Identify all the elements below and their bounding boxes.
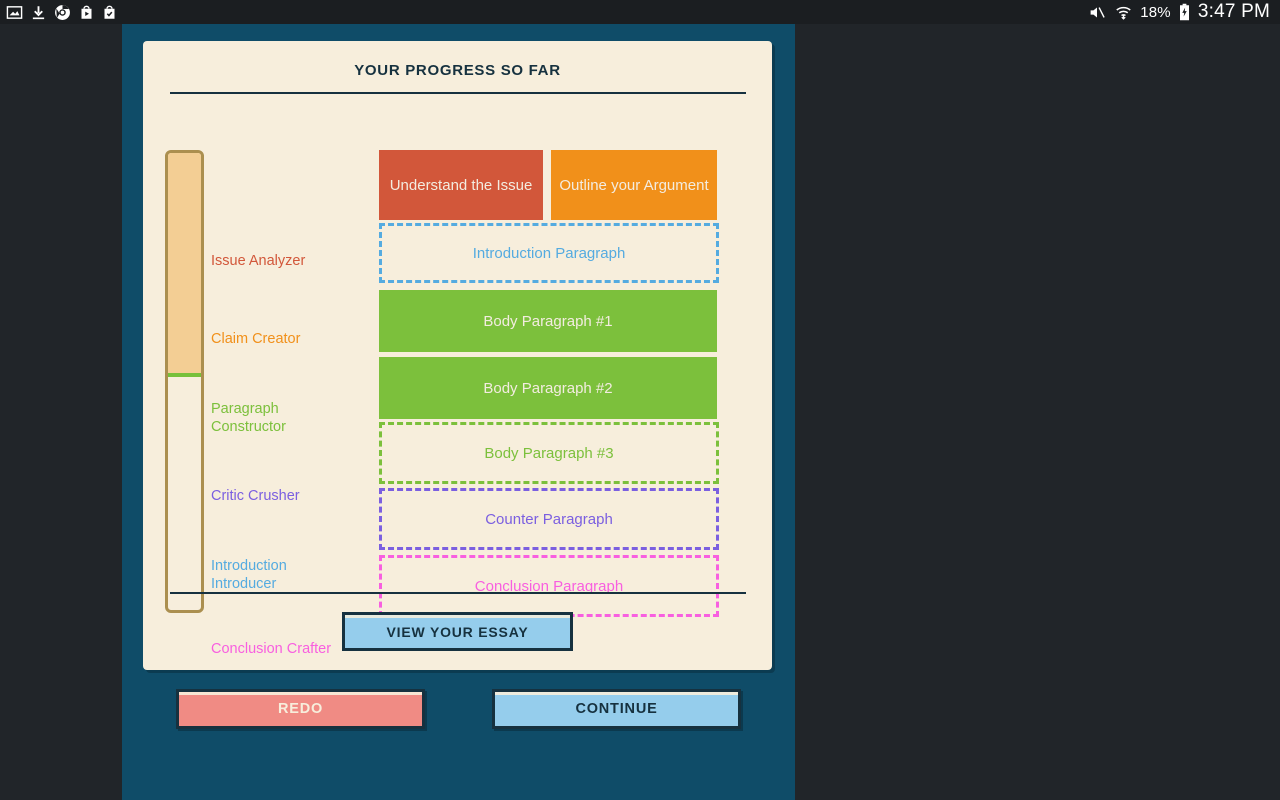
play-store-icon	[81, 5, 92, 19]
play-store-check-icon	[104, 5, 115, 19]
progress-fill	[168, 153, 201, 377]
battery-percent-label: 18%	[1140, 3, 1171, 21]
battery-charging-icon	[1179, 3, 1189, 21]
paragraph-block-7[interactable]: Conclusion Paragraph	[379, 555, 719, 617]
paragraph-block-5[interactable]: Body Paragraph #3	[379, 422, 719, 484]
progress-rail	[165, 150, 204, 613]
download-icon	[32, 5, 45, 19]
clock-label: 3:47 PM	[1197, 1, 1270, 22]
wifi-icon	[1116, 6, 1131, 20]
android-status-bar: 18% 3:47 PM	[0, 0, 1280, 24]
stage-label-0: Issue Analyzer	[211, 253, 306, 269]
redo-button[interactable]: REDO	[176, 689, 425, 729]
stage-label-3: Critic Crusher	[211, 488, 300, 504]
paragraph-block-6[interactable]: Counter Paragraph	[379, 488, 719, 550]
page-title: YOUR PROGRESS SO FAR	[354, 62, 561, 79]
stage-label-5: Conclusion Crafter	[211, 641, 332, 657]
paragraph-block-1[interactable]: Outline your Argument	[551, 150, 717, 220]
stage-label-2: Paragraph Constructor	[211, 401, 286, 435]
stage-label-1: Claim Creator	[211, 331, 301, 347]
paragraph-block-0[interactable]: Understand the Issue	[379, 150, 543, 220]
stage-label-4: Introduction Introducer	[211, 558, 287, 592]
mute-icon	[1090, 6, 1105, 18]
chrome-icon	[55, 4, 70, 20]
status-bar-system-icons: 18% 3:47 PM	[1087, 1, 1280, 23]
divider-bottom	[170, 592, 746, 594]
divider-top	[170, 92, 746, 94]
paragraph-block-4[interactable]: Body Paragraph #2	[379, 357, 717, 419]
photo-icon	[6, 5, 23, 19]
paragraph-block-2[interactable]: Introduction Paragraph	[379, 223, 719, 283]
status-bar-notification-icons	[0, 4, 117, 21]
view-your-essay-button[interactable]: VIEW YOUR ESSAY	[342, 612, 573, 651]
footer-actions: REDO CONTINUE	[122, 689, 795, 739]
paragraph-block-3[interactable]: Body Paragraph #1	[379, 290, 717, 352]
continue-button[interactable]: CONTINUE	[492, 689, 741, 729]
